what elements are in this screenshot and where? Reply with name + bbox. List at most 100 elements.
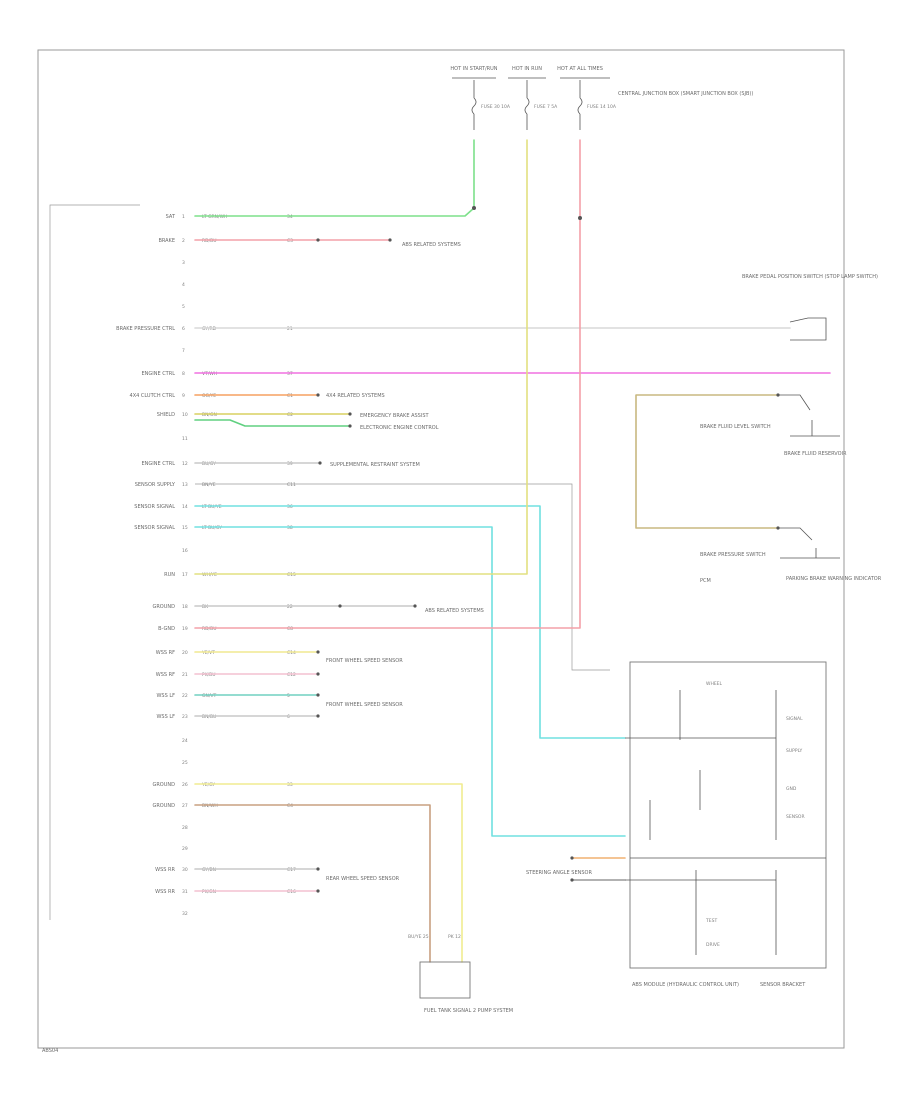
connector-end (316, 693, 320, 697)
pin-number: 26 (182, 782, 188, 788)
component-label: BRAKE PEDAL POSITION SWITCH (STOP LAMP S… (742, 274, 878, 280)
fuse-header-label: HOT AT ALL TIMES (557, 66, 603, 72)
switch-symbol (778, 527, 840, 559)
lower-component-box (419, 961, 471, 999)
connector-end (316, 393, 320, 397)
pin-number: 16 (182, 548, 188, 554)
connector-end (388, 238, 392, 242)
circuit-number: C3 (287, 238, 293, 244)
abs-module-box (629, 661, 827, 969)
connector-end (316, 714, 320, 718)
fuse-header-label: HOT IN RUN (512, 66, 542, 72)
pin-number: 11 (182, 436, 188, 442)
wire-code-label: WH/YE (202, 572, 217, 578)
pin-function-label: ENGINE CTRL (141, 461, 175, 467)
circuit-number: 38 (287, 525, 293, 531)
pin-function-label: BRAKE PRESSURE CTRL (116, 326, 175, 332)
pin-function-label: WSS RR (155, 867, 175, 873)
pin-number: 32 (182, 911, 188, 917)
fuse-header-label: HOT IN START/RUN (450, 66, 497, 72)
fuse-box-label: CENTRAL JUNCTION BOX (SMART JUNCTION BOX… (618, 91, 753, 97)
component-label: STEERING ANGLE SENSOR (526, 870, 592, 876)
circuit-number: C4 (287, 803, 293, 809)
connector-end (413, 604, 417, 608)
pin-function-label: SAT (166, 214, 176, 220)
circuit-number: 33 (287, 782, 293, 788)
pin-function-label: SENSOR SIGNAL (134, 504, 175, 510)
circuit-number: C2 (287, 412, 293, 418)
connector-end (348, 424, 352, 428)
circuit-number: 36 (287, 504, 293, 510)
inner-label: GND (786, 786, 797, 792)
wire-code-label: GY/RD (202, 326, 217, 332)
pin-number: 31 (182, 889, 188, 895)
pin-number: 6 (182, 326, 185, 332)
splice-dot (472, 206, 476, 210)
lower-wire-label: BU/YE 25 (408, 934, 429, 940)
destination-label: 4X4 RELATED SYSTEMS (326, 393, 385, 399)
wire-code-label: LT BU/GY (202, 525, 222, 531)
pin-number: 1 (182, 214, 185, 220)
pin-number: 23 (182, 714, 188, 720)
fuse-label: FUSE 7 5A (534, 104, 558, 110)
circuit-number: C16 (287, 889, 296, 895)
pin-number: 21 (182, 672, 188, 678)
circuit-number: C12 (287, 672, 296, 678)
wire-code-label: BN/BU (202, 714, 216, 720)
circuit-number: 5 (287, 693, 290, 699)
wire-cyan-signal-1 (194, 505, 626, 739)
pin-function-label: WSS LF (156, 714, 175, 720)
wire-cyan-signal-2 (194, 526, 626, 837)
connector-end (316, 650, 320, 654)
switch-symbol (778, 394, 840, 437)
circuit-number: C15 (287, 572, 296, 578)
connector-end (316, 867, 320, 871)
wire-green-shield (194, 419, 351, 427)
fuse-symbol (577, 80, 583, 130)
connector-end (348, 412, 352, 416)
wire-lightgray-supply (195, 483, 610, 671)
destination-label: FRONT WHEEL SPEED SENSOR (326, 702, 403, 708)
pin-number: 12 (182, 461, 188, 467)
pin-number: 30 (182, 867, 188, 873)
outer-frame (37, 49, 845, 1049)
connector-end (338, 604, 342, 608)
circuit-number: C11 (287, 482, 296, 488)
circuit-number: C17 (287, 867, 296, 873)
pin-number: 22 (182, 693, 188, 699)
pin-number: 5 (182, 304, 185, 310)
inner-label: SIGNAL (786, 716, 803, 722)
pin-number: 10 (182, 412, 188, 418)
switch-symbol (789, 317, 827, 341)
fuses: FUSE 30 10A FUSE 7 5A FUSE 14 10A (471, 80, 617, 130)
connector-end (318, 461, 322, 465)
wire-red-bgnd (194, 139, 581, 629)
wire-code-label: YE/VT (201, 650, 215, 656)
wire-code-label: OG/YE (202, 393, 216, 399)
pin-number: 15 (182, 525, 188, 531)
circuit-number: 39 (287, 461, 293, 467)
inner-label: WHEEL (706, 681, 723, 687)
module-label: ABS MODULE (HYDRAULIC CONTROL UNIT) (632, 982, 739, 988)
pin-function-label: RUN (164, 572, 175, 578)
pin-function-label: BRAKE (158, 238, 175, 244)
wires (194, 139, 831, 963)
pin-function-label: GROUND (152, 782, 175, 788)
pin-number: 18 (182, 604, 188, 610)
pin-number: 28 (182, 825, 188, 831)
wire-code-label: GN/VT (202, 693, 216, 699)
fuse-label: FUSE 14 10A (587, 104, 617, 110)
pin-number: 2 (182, 238, 185, 244)
inner-label: DRIVE (706, 942, 720, 948)
pin-number: 20 (182, 650, 188, 656)
component-label: BRAKE PRESSURE SWITCH (700, 552, 766, 558)
circuit-number: C1 (287, 393, 293, 399)
wire-olive-right (635, 394, 779, 529)
wire-code-label: PK/BU (202, 672, 216, 678)
destination-label: SUPPLEMENTAL RESTRAINT SYSTEM (330, 462, 420, 468)
inner-label: TEST (705, 918, 717, 924)
pin-number: 25 (182, 760, 188, 766)
destination-label: EMERGENCY BRAKE ASSIST (360, 413, 429, 419)
corner-label: ABS04 (42, 1048, 58, 1054)
